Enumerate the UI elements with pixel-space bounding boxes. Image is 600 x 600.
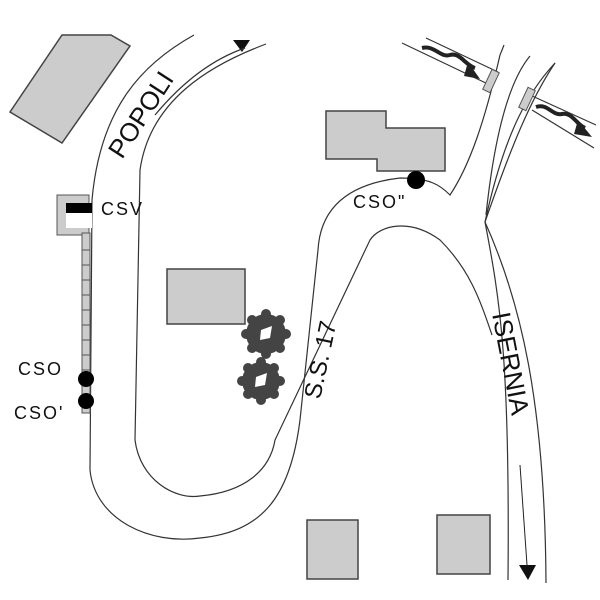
direction-line-popoli <box>154 47 246 116</box>
marker-cso-double-prime[interactable] <box>407 171 425 189</box>
direction-arrow-isernia-icon <box>519 565 536 580</box>
tree-icon <box>237 357 285 405</box>
direction-line-isernia <box>519 464 528 566</box>
road-isernia-east <box>484 62 556 223</box>
label-cso-double-prime: CSO" <box>353 192 406 212</box>
road-isernia-east-2 <box>484 62 556 584</box>
building-north <box>325 110 446 172</box>
road-outer-edge <box>89 34 505 540</box>
tree-icon <box>241 309 291 359</box>
direction-arrow-popoli-icon <box>233 40 250 52</box>
outflow-channel <box>518 86 597 149</box>
road-label-popoli: POPOLI <box>102 66 180 164</box>
road-inner-edge <box>134 43 493 498</box>
building-northwest <box>8 34 132 145</box>
collector-pipe <box>56 194 92 414</box>
road-isernia-outer <box>485 55 531 216</box>
marker-cso[interactable] <box>78 371 94 387</box>
building-south-2 <box>436 514 491 575</box>
label-cso: CSO <box>18 359 63 379</box>
inflow-channel <box>401 37 500 94</box>
label-csv: CSV <box>101 199 144 219</box>
road-isernia-west <box>484 221 509 581</box>
label-cso-prime: CSO' <box>14 403 64 423</box>
flow-arrow-icon <box>421 45 476 70</box>
marker-cso-prime[interactable] <box>78 393 94 409</box>
building-south-1 <box>306 519 359 580</box>
building-center <box>166 268 246 325</box>
